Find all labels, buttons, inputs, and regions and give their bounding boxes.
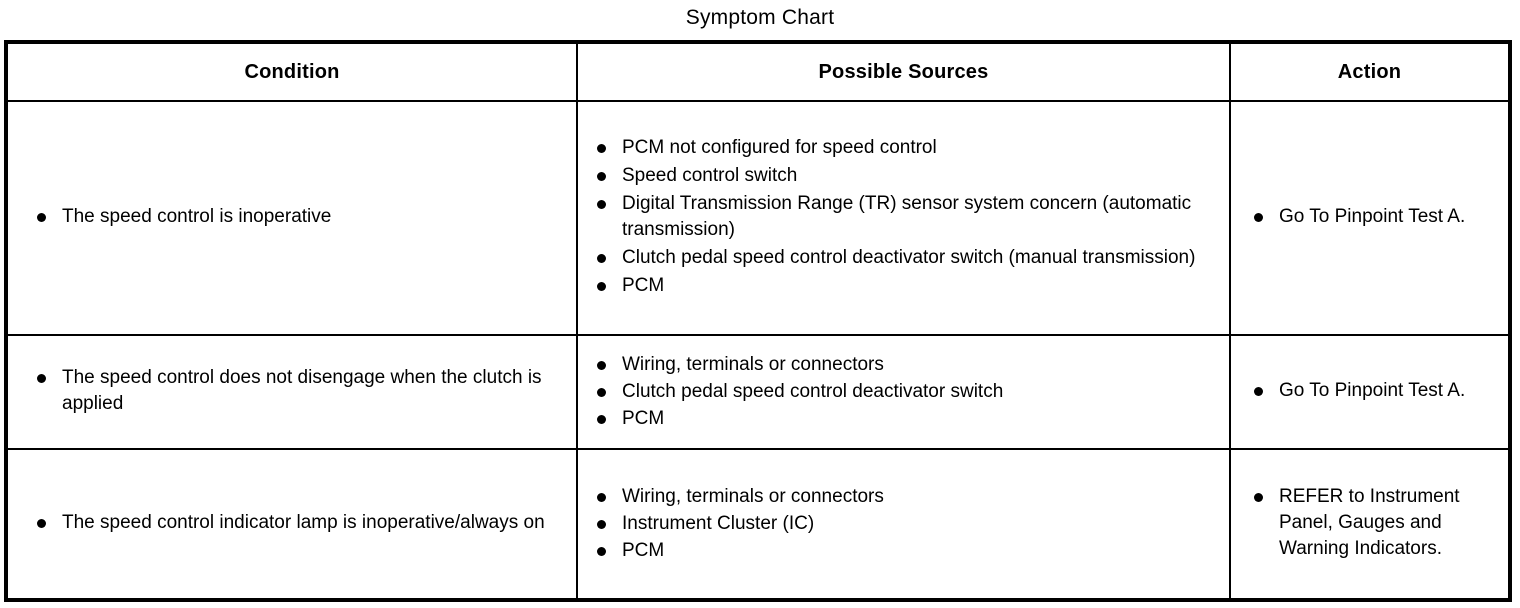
- table-header-row: Condition Possible Sources Action: [5, 41, 1511, 102]
- possible-sources-list: Wiring, terminals or connectors Instrume…: [588, 484, 1221, 564]
- possible-sources-content: PCM not configured for speed control Spe…: [578, 125, 1229, 311]
- bullet-icon: [597, 492, 606, 502]
- list-item: REFER to Instrument Panel, Gauges and Wa…: [1241, 484, 1500, 562]
- column-header-condition: Condition: [5, 41, 578, 102]
- list-item: PCM not configured for speed control: [588, 135, 1221, 161]
- action-list: Go To Pinpoint Test A.: [1241, 204, 1500, 230]
- bullet-icon: [597, 519, 606, 529]
- bullet-icon: [597, 172, 606, 181]
- condition-list: The speed control indicator lamp is inop…: [18, 510, 568, 536]
- list-item: Speed control switch: [588, 163, 1221, 189]
- condition-content: The speed control indicator lamp is inop…: [8, 500, 576, 548]
- column-header-possible-sources: Possible Sources: [576, 41, 1231, 102]
- possible-sources-cell: PCM not configured for speed control Spe…: [576, 100, 1231, 336]
- condition-cell: The speed control indicator lamp is inop…: [5, 448, 578, 601]
- condition-list: The speed control is inoperative: [18, 204, 568, 230]
- bullet-icon: [37, 213, 46, 222]
- possible-sources-list: PCM not configured for speed control Spe…: [588, 135, 1221, 299]
- action-list: Go To Pinpoint Test A.: [1241, 378, 1500, 404]
- bullet-icon: [597, 200, 606, 209]
- action-content: Go To Pinpoint Test A.: [1231, 194, 1508, 242]
- bullet-icon: [597, 282, 606, 291]
- possible-sources-content: Wiring, terminals or connectors Instrume…: [578, 474, 1229, 575]
- bullet-icon: [1254, 493, 1263, 502]
- list-item: The speed control is inoperative: [18, 204, 568, 230]
- table-row: The speed control is inoperative PCM not…: [5, 100, 1511, 336]
- condition-content: The speed control is inoperative: [8, 194, 576, 242]
- possible-sources-list: Wiring, terminals or connectors Clutch p…: [588, 352, 1221, 432]
- table-header: Condition Possible Sources Action: [5, 41, 1511, 102]
- action-cell: Go To Pinpoint Test A.: [1229, 334, 1511, 450]
- bullet-icon: [1254, 213, 1263, 222]
- list-item: Digital Transmission Range (TR) sensor s…: [588, 191, 1221, 243]
- list-item: Instrument Cluster (IC): [588, 511, 1221, 537]
- condition-cell: The speed control does not disengage whe…: [5, 334, 578, 450]
- list-item: PCM: [588, 406, 1221, 432]
- action-list: REFER to Instrument Panel, Gauges and Wa…: [1241, 484, 1500, 562]
- condition-content: The speed control does not disengage whe…: [8, 355, 576, 429]
- bullet-icon: [597, 387, 606, 397]
- symptom-table: Condition Possible Sources Action The sp…: [4, 40, 1512, 602]
- list-item: Go To Pinpoint Test A.: [1241, 204, 1500, 230]
- list-item: Clutch pedal speed control deactivator s…: [588, 245, 1221, 271]
- bullet-icon: [597, 414, 606, 424]
- list-item: PCM: [588, 538, 1221, 564]
- possible-sources-cell: Wiring, terminals or connectors Clutch p…: [576, 334, 1231, 450]
- list-item: Go To Pinpoint Test A.: [1241, 378, 1500, 404]
- column-header-action: Action: [1229, 41, 1511, 102]
- bullet-icon: [37, 374, 46, 383]
- list-item: Wiring, terminals or connectors: [588, 484, 1221, 510]
- possible-sources-content: Wiring, terminals or connectors Clutch p…: [578, 342, 1229, 443]
- action-cell: REFER to Instrument Panel, Gauges and Wa…: [1229, 448, 1511, 601]
- symptom-table-container: Condition Possible Sources Action The sp…: [4, 40, 1516, 602]
- bullet-icon: [597, 254, 606, 263]
- condition-cell: The speed control is inoperative: [5, 100, 578, 336]
- bullet-icon: [1254, 387, 1263, 396]
- action-content: REFER to Instrument Panel, Gauges and Wa…: [1231, 474, 1508, 574]
- table-body: The speed control is inoperative PCM not…: [5, 100, 1511, 601]
- page-title: Symptom Chart: [685, 6, 835, 29]
- bullet-icon: [37, 519, 46, 528]
- possible-sources-cell: Wiring, terminals or connectors Instrume…: [576, 448, 1231, 601]
- bullet-icon: [597, 546, 606, 556]
- list-item: Wiring, terminals or connectors: [588, 352, 1221, 378]
- list-item: PCM: [588, 273, 1221, 299]
- action-content: Go To Pinpoint Test A.: [1231, 368, 1508, 416]
- list-item: The speed control indicator lamp is inop…: [18, 510, 568, 536]
- condition-list: The speed control does not disengage whe…: [18, 365, 568, 417]
- list-item: Clutch pedal speed control deactivator s…: [588, 379, 1221, 405]
- table-row: The speed control does not disengage whe…: [5, 334, 1511, 450]
- table-row: The speed control indicator lamp is inop…: [5, 448, 1511, 601]
- list-item: The speed control does not disengage whe…: [18, 365, 568, 417]
- bullet-icon: [597, 360, 606, 370]
- action-cell: Go To Pinpoint Test A.: [1229, 100, 1511, 336]
- bullet-icon: [597, 144, 606, 153]
